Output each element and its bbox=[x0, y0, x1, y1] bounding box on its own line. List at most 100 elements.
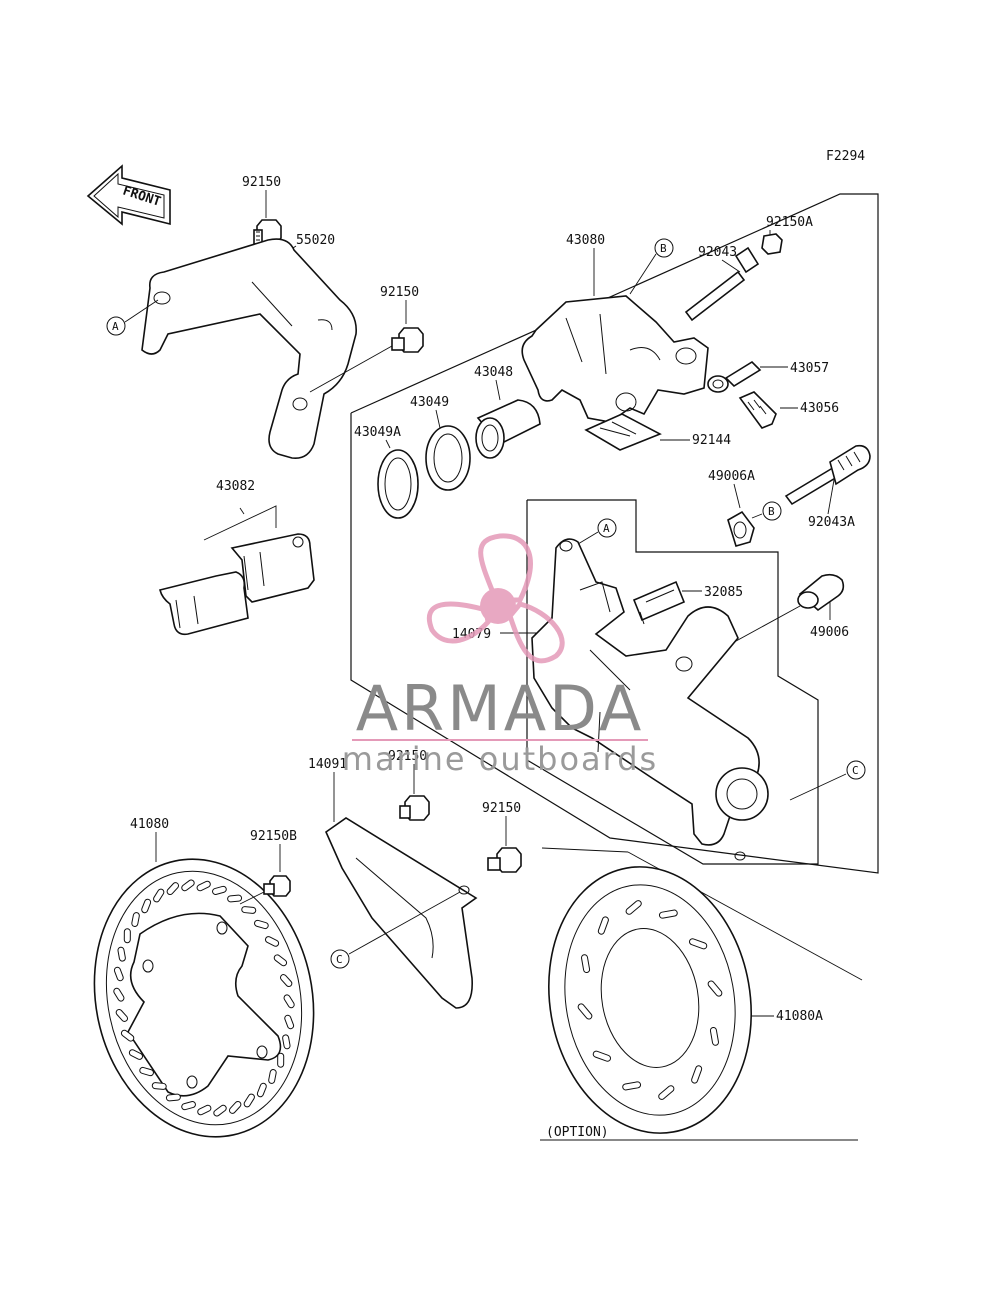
disc-slot bbox=[254, 919, 269, 930]
disc-slot bbox=[228, 1100, 242, 1114]
disc-slot bbox=[212, 885, 227, 895]
disc-slot bbox=[691, 1065, 703, 1084]
disc-slot bbox=[592, 1050, 612, 1062]
disc-slot bbox=[597, 916, 609, 935]
callout-c-right: C bbox=[852, 764, 859, 777]
disc-slot bbox=[165, 1093, 181, 1102]
banjo-43057 bbox=[707, 360, 762, 393]
disc-slot bbox=[197, 1104, 212, 1116]
disc-slot bbox=[151, 1082, 167, 1090]
disc-slot bbox=[131, 912, 140, 927]
watermark-tagline: marine outboards bbox=[342, 740, 658, 778]
disc-slot bbox=[153, 888, 165, 903]
disc-slot bbox=[658, 909, 678, 919]
part-number-92144: 92144 bbox=[692, 433, 731, 448]
disc-slot bbox=[268, 1069, 277, 1084]
disc-slot bbox=[196, 880, 211, 892]
part-number-49006A: 49006A bbox=[708, 469, 755, 484]
clip-32085 bbox=[632, 580, 686, 625]
disc-slot bbox=[688, 938, 708, 950]
disc-slot bbox=[622, 1081, 642, 1091]
part-number-43049A: 43049A bbox=[354, 425, 401, 440]
disc-slot bbox=[264, 936, 280, 947]
disc-slot bbox=[282, 1034, 291, 1050]
part-number-92150-low1: 92150 bbox=[388, 749, 427, 764]
brake-pads-43082 bbox=[159, 533, 315, 636]
bolt-92150-mid bbox=[391, 327, 424, 353]
disc-slot bbox=[243, 1093, 255, 1108]
cap-92150A bbox=[761, 233, 783, 255]
part-number-92043: 92043 bbox=[698, 245, 737, 260]
disc-slot bbox=[241, 906, 257, 914]
part-number-92150: 92150 bbox=[242, 175, 281, 190]
part-number-14091: 14091 bbox=[308, 757, 347, 772]
disc-slot bbox=[115, 1008, 129, 1022]
disc-guard-14091 bbox=[325, 817, 478, 1009]
boot-49006A bbox=[727, 510, 755, 547]
pin-92043 bbox=[684, 246, 760, 322]
disc-slot bbox=[577, 1003, 593, 1020]
part-number-43056: 43056 bbox=[800, 401, 839, 416]
disc-slot bbox=[117, 946, 126, 962]
part-number-43080: 43080 bbox=[566, 233, 605, 248]
disc-slot bbox=[277, 1052, 285, 1068]
seal-43049 bbox=[425, 425, 471, 491]
callout-c-left: C bbox=[336, 953, 343, 966]
pin-49006 bbox=[797, 573, 845, 612]
disc-slot bbox=[707, 980, 723, 997]
bolt-92150-low2 bbox=[487, 847, 522, 873]
spring-92144 bbox=[584, 413, 662, 451]
disc-slot bbox=[128, 1049, 144, 1060]
disc-slot bbox=[581, 954, 591, 974]
callout-b-mid: B bbox=[768, 505, 775, 518]
disc-slot bbox=[120, 1029, 135, 1042]
disc-slot bbox=[181, 1101, 196, 1111]
callout-a-left: A bbox=[112, 320, 119, 333]
disc-slot bbox=[113, 966, 124, 982]
disc-slot bbox=[139, 1066, 154, 1077]
part-number-43048: 43048 bbox=[474, 365, 513, 380]
pin-92043A bbox=[784, 444, 871, 506]
option-label: (OPTION) bbox=[546, 1125, 609, 1140]
brake-disc-41080 bbox=[93, 858, 315, 1138]
part-number-32085: 32085 bbox=[704, 585, 743, 600]
part-number-92150-mid: 92150 bbox=[380, 285, 419, 300]
torque-bracket-55020 bbox=[141, 238, 357, 460]
bolt-92150B bbox=[263, 875, 291, 897]
disc-slot bbox=[284, 1014, 295, 1030]
disc-slot bbox=[283, 994, 295, 1009]
part-number-92150A: 92150A bbox=[766, 215, 813, 230]
disc-slot bbox=[113, 987, 125, 1002]
part-number-92043A: 92043A bbox=[808, 515, 855, 530]
seal-43049A bbox=[377, 449, 419, 519]
disc-slot bbox=[166, 882, 180, 896]
disc-slot bbox=[279, 974, 293, 988]
disc-slot bbox=[123, 928, 131, 944]
disc-slot bbox=[141, 898, 152, 914]
disc-slot bbox=[658, 1085, 675, 1100]
callout-a-mid: A bbox=[603, 522, 610, 535]
callout-b-top: B bbox=[660, 242, 667, 255]
front-arrow-icon: FRONT bbox=[86, 164, 171, 226]
disc-slot bbox=[181, 879, 195, 892]
part-number-43082: 43082 bbox=[216, 479, 255, 494]
part-number-55020: 55020 bbox=[296, 233, 335, 248]
disc-slot bbox=[256, 1082, 267, 1098]
figure-code: F2294 bbox=[826, 149, 865, 164]
watermark-name: ARMADA bbox=[356, 672, 644, 745]
part-number-92150-low2: 92150 bbox=[482, 801, 521, 816]
part-number-43057: 43057 bbox=[790, 361, 829, 376]
caliper-assembly-outline bbox=[350, 193, 879, 874]
brake-disc-41080A bbox=[548, 866, 752, 1134]
part-number-92150B: 92150B bbox=[250, 829, 297, 844]
part-number-41080: 41080 bbox=[130, 817, 169, 832]
caliper-body-43080 bbox=[521, 295, 709, 423]
part-number-41080A: 41080A bbox=[776, 1009, 823, 1024]
caliper-bracket-14079 bbox=[531, 538, 769, 861]
disc-slot bbox=[625, 900, 642, 915]
bracket-assembly-outline bbox=[526, 499, 819, 865]
bolt-92150-low1 bbox=[399, 795, 430, 821]
part-number-49006: 49006 bbox=[810, 625, 849, 640]
